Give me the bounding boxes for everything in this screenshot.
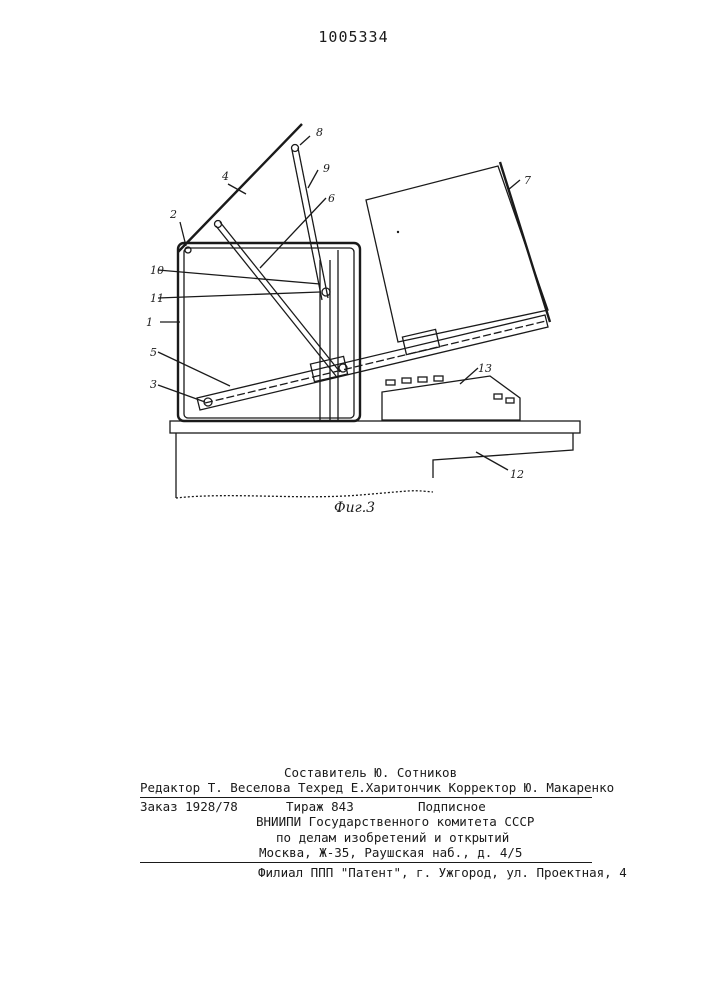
org-line-2: по делам изобретений и открытий	[276, 830, 509, 845]
pivot-points	[185, 145, 347, 407]
frame-1	[178, 243, 360, 421]
order-number: Заказ 1928/78	[140, 799, 238, 814]
org-line-3: Москва, Ж-35, Раушская наб., д. 4/5	[259, 845, 522, 860]
beam-5	[197, 315, 548, 410]
label-11: 11	[150, 292, 164, 305]
label-3: 3	[150, 378, 157, 391]
divider-bottom	[140, 862, 592, 863]
label-4: 4	[221, 170, 229, 183]
subscription-note: Подписное	[418, 799, 486, 814]
base-12	[170, 421, 580, 498]
branch-address: Филиал ППП "Патент", г. Ужгород, ул. Про…	[258, 865, 627, 880]
container-7	[366, 162, 550, 342]
divider-top	[140, 797, 592, 798]
circulation: Тираж 843	[286, 799, 354, 814]
label-5: 5	[150, 346, 157, 359]
label-1: 1	[146, 316, 153, 329]
label-9: 9	[323, 162, 330, 175]
label-8: 8	[316, 126, 323, 139]
compiler-line: Составитель Ю. Сотников	[284, 765, 457, 780]
label-6: 6	[328, 192, 335, 205]
stand-13	[382, 376, 520, 420]
editors-line: Редактор Т. Веселова Техред Е.Харитончик…	[140, 780, 614, 795]
label-10: 10	[150, 264, 164, 277]
figure-caption: Фиг.3	[334, 500, 375, 516]
label-7: 7	[524, 174, 531, 187]
label-12: 12	[510, 468, 524, 481]
lid-and-rods	[178, 124, 340, 376]
label-13: 13	[478, 362, 492, 375]
label-2: 2	[169, 208, 177, 221]
org-line-1: ВНИИПИ Государственного комитета СССР	[256, 814, 534, 829]
